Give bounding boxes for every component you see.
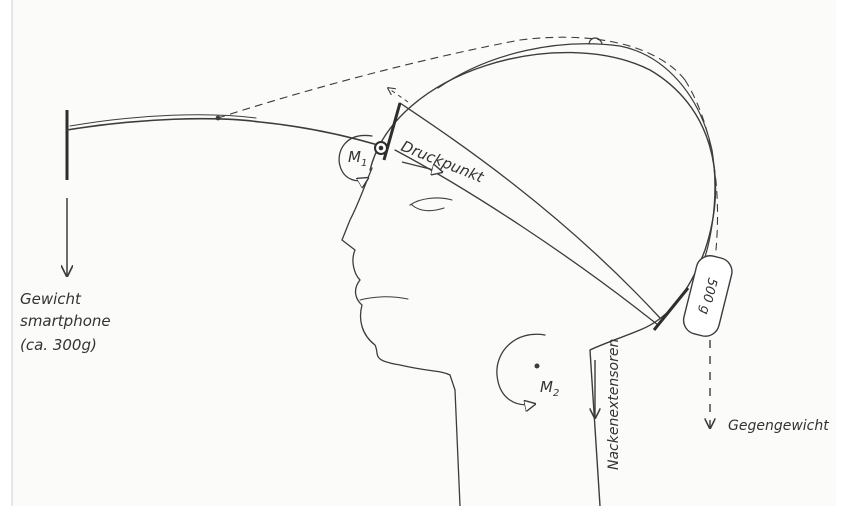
m2-pivot-dot: [535, 364, 540, 369]
paper-background: [12, 0, 836, 506]
arm-joint-dot: [216, 116, 221, 121]
counterweight-label: Gegengewicht: [728, 418, 829, 434]
weight-label-line3: (ca. 300g): [20, 336, 97, 354]
weight-label-line1: Gewicht: [20, 290, 82, 308]
pivot-joint-core: [379, 146, 384, 151]
weight-label-line2: smartphone: [20, 312, 111, 330]
neck-extensors-label: Nackenextensoren: [606, 339, 622, 470]
